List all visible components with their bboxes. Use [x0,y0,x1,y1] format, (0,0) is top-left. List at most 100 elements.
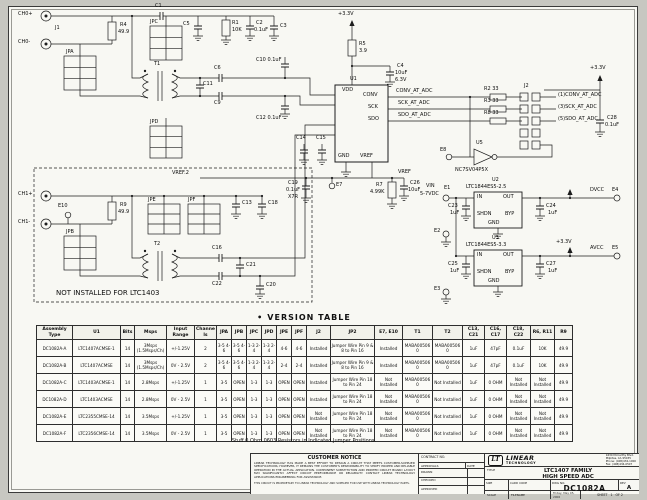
version-table-cell: OPEN [291,373,307,392]
dwg-no-cell: DWG NO. DC1082A [551,480,619,493]
rev-cell: REV A [619,480,639,491]
version-table-cell: 3Msps (1.5Msps/Ch) [134,339,167,358]
version-table-cell: OPEN [291,390,307,409]
version-table-cell: Not Installed [530,390,555,409]
bnc-ch0-minus [40,38,52,50]
version-table-cell: 1uF [462,339,485,358]
version-table-cell: 49.9 [554,373,573,392]
address-line: Milpitas, CA 95035 [605,456,631,461]
version-table-cell: 1-3 [261,390,277,409]
version-table-cell: 2-4 [276,356,292,375]
approvals-row-label: APPROVED [421,486,438,491]
version-table-header: JPC [246,324,262,341]
approvals-block: CONTRACT NO. APPROVALS DATE DRAWN CHECKE… [419,454,485,495]
version-table-cell: 4-6 [291,339,307,358]
date-label: DATE [465,463,484,468]
supply-arrow-2 [597,75,603,81]
version-table-cell: 3.5Msps [134,424,167,443]
version-table-header: JPA [216,324,232,341]
customer-notice-title: CUSTOMER NOTICE [307,455,362,461]
resistor-r7 [387,181,397,199]
version-table-cell: LTC1403ACMSE-1 [72,373,121,392]
cadd-code-label: CADD CODE [510,480,528,485]
bullet-icon: • [257,313,264,322]
version-table-cell: 0V - 2.5V [166,356,195,375]
version-table-cell: +/-1.25V [166,339,195,358]
bnc-ch0-plus [40,10,52,22]
version-table-cell: 2.8Msps [134,373,167,392]
version-table-cell: MABA005060 [402,373,433,392]
version-table-header: Assembly Type [36,324,73,341]
revision: A [626,484,632,491]
approvals-label: APPROVALS [421,463,439,468]
version-table-header: JP2 [330,324,375,341]
resistor-r4 [107,21,117,41]
regulator-u2 [473,191,523,229]
version-table-header: U1 [72,324,121,341]
version-table-cell: Not Installed [506,390,531,409]
version-table-cell: LTC1407ACMSE [72,356,121,375]
version-table-cell: Not Installed [506,424,531,443]
title-row: TITLE LTC1407 FAMILY HIGH SPEED ADC [485,467,639,481]
version-table-cell: 1-3 2-4 [246,356,262,375]
version-table-cell: OPEN [231,373,247,392]
version-table-cell: Not Installed [374,390,403,409]
capacitor-plates [159,12,604,290]
version-table-cell: 3-5 [216,407,232,426]
turret-e4 [613,194,621,202]
version-table-cell: Not Installed [530,373,555,392]
jumper-jpd [149,125,183,159]
version-table-cell: 3-5 4-6 [216,339,232,358]
jumper-jpb [63,235,97,271]
scale-row: SCALE FILENAME Friday, May 05, 2006 SHEE… [485,491,639,500]
title-block-right: LT LINEAR TECHNOLOGY 1630 McCarthy Blvd.… [485,453,639,500]
version-table-cell: DC1082A-E [36,407,73,426]
drawing-title: LTC1407 FAMILY HIGH SPEED ADC [497,467,639,480]
version-table-cell: 1uF [462,390,485,409]
scale-label: SCALE [487,493,496,498]
version-table-cell: 2-4 [291,356,307,375]
version-table-cell: 10K [530,339,555,358]
supply-arrow-3 [567,189,573,195]
version-table-cell: MABA005060 [402,356,433,375]
version-table-cell: DC1082A-F [36,424,73,443]
version-table-cell: OPEN [276,390,292,409]
resistor-r3 [489,105,507,113]
approvals-row-date [467,486,484,495]
version-table-header: T1 [402,324,433,341]
version-table-cell: 0 OHM [484,390,507,409]
version-table-cell: Not Installed [306,424,331,443]
supply-arrow-1 [349,20,355,26]
version-table-cell: DC1082A-B [36,356,73,375]
version-table-cell: 10K [530,356,555,375]
version-table-cell: OPEN [291,407,307,426]
version-table-cell: DC1082A-A [36,339,73,358]
version-table-header: JPF [291,324,307,341]
version-table-cell: 49.9 [554,339,573,358]
approvals-row: APPROVED [419,486,484,495]
size-label: SIZE [486,480,493,485]
version-table-cell: 47pF [484,356,507,375]
customer-notice-body: LINEAR TECHNOLOGY HAS MADE A BEST EFFORT… [254,461,415,479]
contract-no-label: CONTRACT NO. [419,454,484,463]
company-name: LINEAR TECHNOLOGY [506,455,536,465]
version-table-note: Stuff 0 Ohm 0603 Resistors in Indicated … [231,438,377,444]
resistor-r2 [489,93,507,101]
version-table-cell: 0 OHM [484,407,507,426]
title-block: CUSTOMER NOTICE LINEAR TECHNOLOGY HAS MA… [250,453,639,500]
customer-notice: CUSTOMER NOTICE LINEAR TECHNOLOGY HAS MA… [251,454,419,494]
version-table-cell: 14 [120,356,135,375]
version-table-cell: 1 [194,373,217,392]
approvals-row-label: DRAWN [421,469,433,474]
version-table-cell: Installed [306,373,331,392]
version-table-header: T2 [432,324,463,341]
supply-arrow-4 [567,247,573,253]
company-address: 1630 McCarthy Blvd. Milpitas, CA 95035 P… [605,453,636,466]
version-table-cell: DC1082A-C [36,373,73,392]
version-table-cell: Not Installed [432,407,463,426]
version-table-cell: 2 [194,356,217,375]
version-table-cell: 49.9 [554,424,573,443]
turret-e5 [613,252,621,260]
